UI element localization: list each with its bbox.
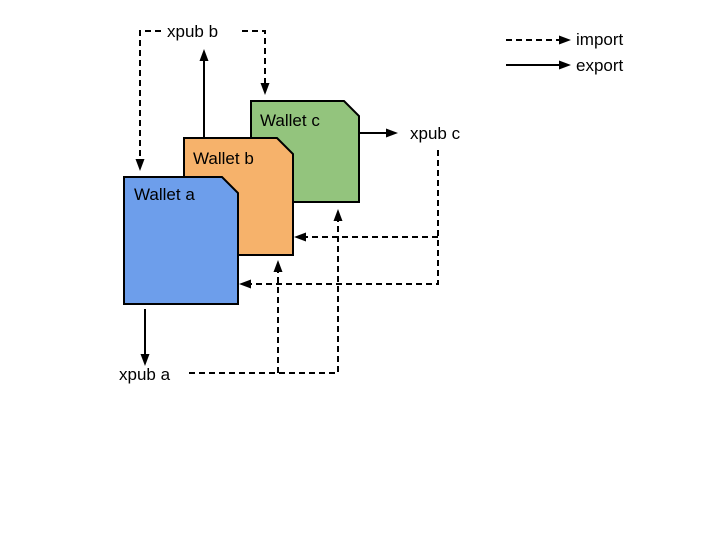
import-xpub-c-to-wallet-a-line xyxy=(250,150,439,285)
export-c-arrowhead xyxy=(386,128,398,138)
legend-export-label: export xyxy=(576,56,624,75)
import-xpub-c-to-wallet-b-arrowhead xyxy=(294,232,306,242)
wallet-a-label: Wallet a xyxy=(134,185,195,204)
import-xpub-a-to-wallet-c-arrowhead xyxy=(333,209,343,221)
legend: import export xyxy=(506,30,624,75)
legend-import-arrowhead xyxy=(559,35,571,45)
import-xpub-b-to-wallet-a-arrowhead xyxy=(135,159,145,171)
xpub-c-label: xpub c xyxy=(410,124,461,143)
export-arrows xyxy=(140,49,398,366)
wallet-a-card: Wallet a xyxy=(123,176,239,305)
import-arrows xyxy=(135,30,439,374)
export-a-arrowhead xyxy=(140,354,150,366)
wallet-a-shape xyxy=(123,176,239,305)
legend-export-arrowhead xyxy=(559,60,571,70)
wallet-c-label: Wallet c xyxy=(260,111,320,130)
xpub-a-label: xpub a xyxy=(119,365,171,384)
wallet-b-label: Wallet b xyxy=(193,149,254,168)
legend-import-label: import xyxy=(576,30,624,49)
xpub-b-label: xpub b xyxy=(167,22,218,41)
import-xpub-b-to-wallet-a-line xyxy=(139,30,161,160)
import-xpub-a-to-wallet-b-arrowhead xyxy=(273,260,283,272)
import-xpub-a-to-wallet-c-line xyxy=(189,220,339,374)
import-xpub-c-to-wallet-a-arrowhead xyxy=(239,279,251,289)
export-b-arrowhead xyxy=(199,49,209,61)
import-xpub-b-to-wallet-c-arrowhead xyxy=(260,83,270,95)
import-xpub-b-to-wallet-c-line xyxy=(242,30,266,84)
